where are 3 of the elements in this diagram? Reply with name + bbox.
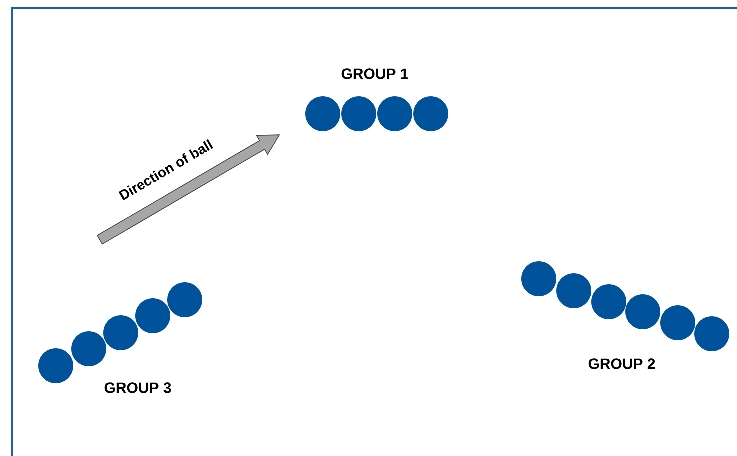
group-label: GROUP 1	[342, 68, 408, 80]
group-label: GROUP 3	[104, 382, 172, 394]
group-label: GROUP 2	[588, 358, 656, 370]
